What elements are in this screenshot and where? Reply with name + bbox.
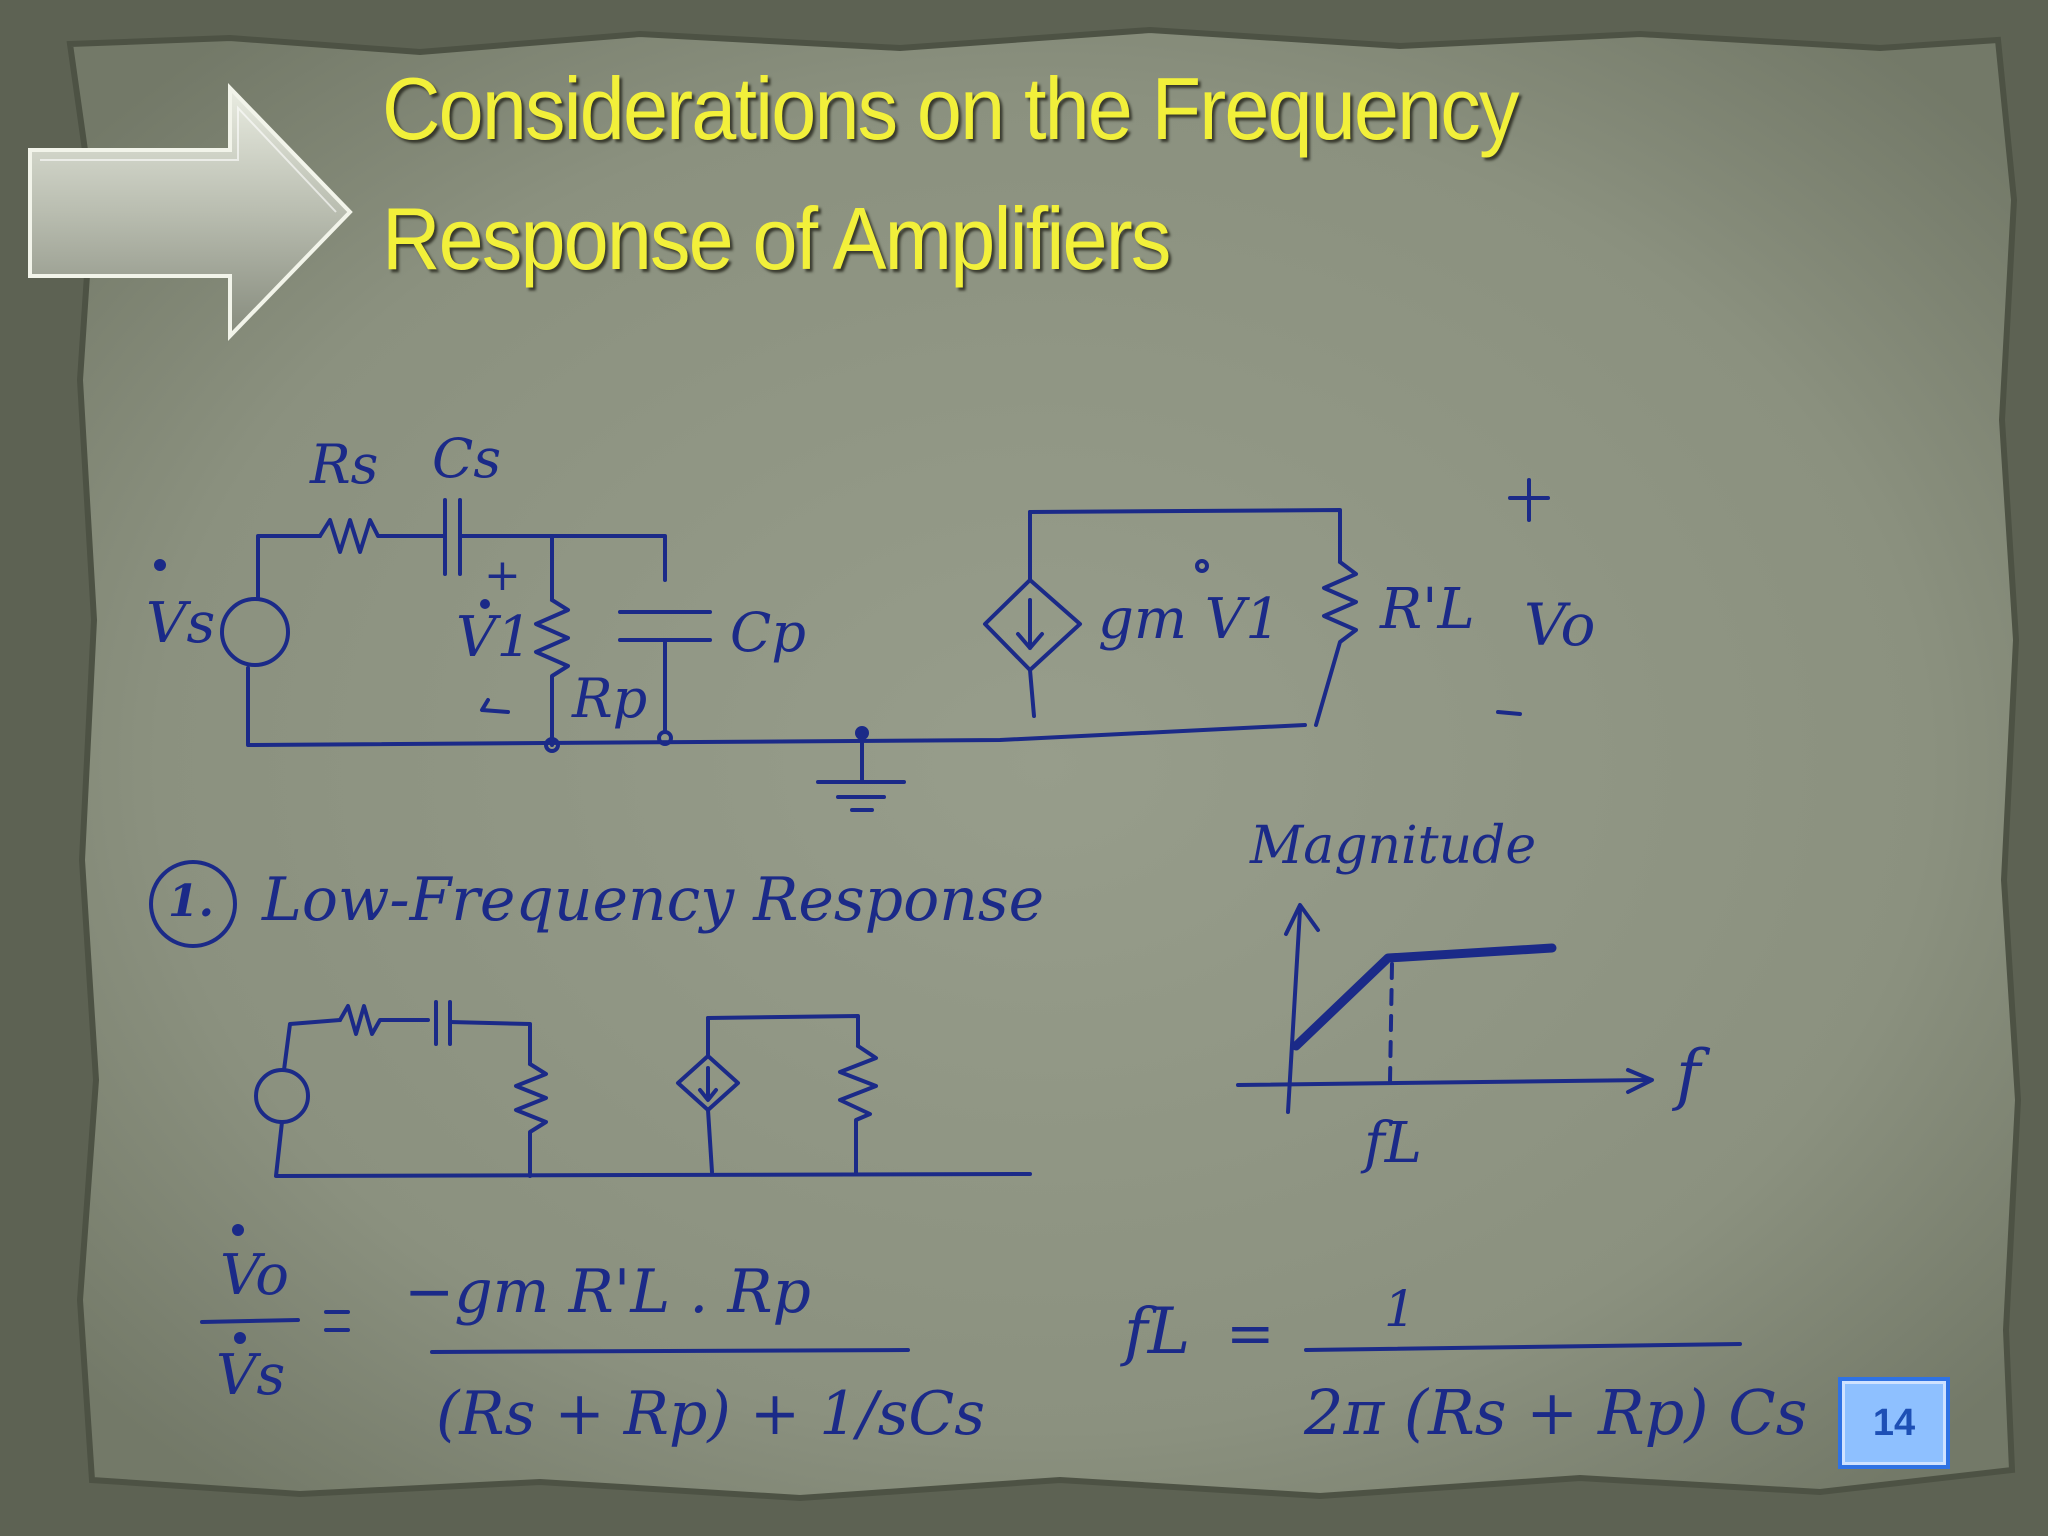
magnitude-plot [1236,903,1654,1114]
section-heading: Low-Frequency Response [262,865,1045,935]
source-vs-symbol [220,597,290,667]
gain-lhs-numerator: Vo [220,1243,290,1308]
slide-title-line-1: Considerations on the Frequency [382,59,1519,158]
plot-cutoff-dashed-line [1388,962,1394,1084]
gain-numerator: −gm R'L . Rp [404,1257,811,1327]
fl-lhs: fL [1124,1295,1191,1369]
gain-denominator: (Rs + Rp) + 1/sCs [436,1379,986,1449]
paper-panel [66,26,2022,1502]
decorative-arrow-icon [28,83,353,341]
resistor-rs [318,518,447,554]
label-cp: Cp [730,601,806,664]
label-vs: Vs [146,591,216,656]
label-v1: V1 [456,605,533,670]
input-circuit [220,498,1307,812]
label-vo: Vo [1524,591,1596,659]
fl-denominator: 2π (Rs + Rp) Cs [1304,1376,1808,1449]
label-gm-v1: gm V1 [1098,587,1281,652]
resistor-rl [1314,560,1358,727]
plot-ylabel: Magnitude [1250,816,1537,876]
section-number-circle [149,860,237,948]
output-circuit [983,478,1550,727]
resistor-rp [534,598,570,747]
gain-lhs-fraction-bar [200,1318,300,1324]
label-rp: Rp [572,667,648,730]
plot-x-axis [1236,1078,1650,1087]
gain-equals-sign [324,1310,350,1332]
fl-fraction-bar [1304,1342,1742,1352]
page-number-badge: 14 [1838,1377,1950,1469]
label-rl: R'L [1380,577,1475,642]
label-rs: Rs [310,433,379,496]
plot-response-curve [1291,943,1557,1051]
fl-numerator: 1 [1384,1280,1416,1338]
low-frequency-circuit [254,1000,1032,1178]
slide-title-line-2: Response of Amplifiers [382,189,1171,288]
section-number: 1. [168,876,214,927]
fl-equals: = [1226,1299,1275,1367]
plot-y-axis [1286,908,1302,1114]
gain-lhs-denominator: Vs [216,1343,286,1408]
label-v1-plus: + [484,550,521,601]
ground-symbol [816,731,906,812]
label-cs: Cs [432,427,502,490]
plot-tick-fl: fL [1364,1111,1422,1176]
plot-xlabel: f [1676,1036,1701,1113]
gain-fraction-bar [430,1348,910,1354]
